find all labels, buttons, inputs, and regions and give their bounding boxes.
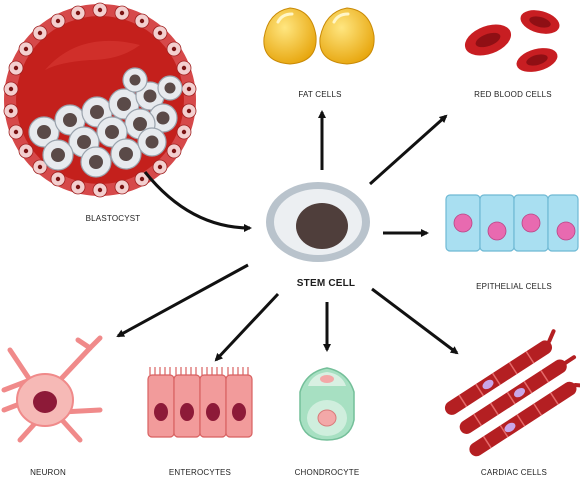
blastocyst-illustration	[3, 2, 197, 198]
label-red-blood-cells: RED BLOOD CELLS	[474, 90, 552, 99]
arrow-to-enterocytes	[214, 292, 280, 362]
label-stem-cell: STEM CELL	[296, 278, 356, 289]
arrow-to-cardiac	[371, 287, 459, 355]
enterocytes-illustration	[147, 367, 253, 438]
label-enterocytes: ENTEROCYTES	[168, 468, 232, 477]
epithelial-cells-illustration	[445, 194, 579, 252]
fat-cells-illustration	[263, 7, 375, 65]
label-blastocyst: BLASTOCYST	[85, 214, 141, 223]
label-cardiac-cells: CARDIAC CELLS	[480, 468, 548, 477]
arrow-to-red-blood-cells	[368, 114, 448, 186]
arrow-to-neuron	[116, 263, 249, 338]
stem-cell-illustration	[266, 182, 370, 262]
label-chondrocyte: CHONDROCYTE	[294, 468, 360, 477]
label-neuron: NEURON	[30, 468, 66, 477]
label-epithelial-cells: EPITHELIAL CELLS	[476, 282, 552, 291]
arrow-blastocyst-to-stem	[143, 171, 252, 232]
red-blood-cells-illustration	[464, 10, 560, 72]
neuron-illustration	[1, 335, 103, 443]
label-fat-cells: FAT CELLS	[298, 90, 342, 99]
chondrocyte-illustration	[299, 367, 355, 441]
cardiac-cells-illustration	[444, 329, 580, 457]
